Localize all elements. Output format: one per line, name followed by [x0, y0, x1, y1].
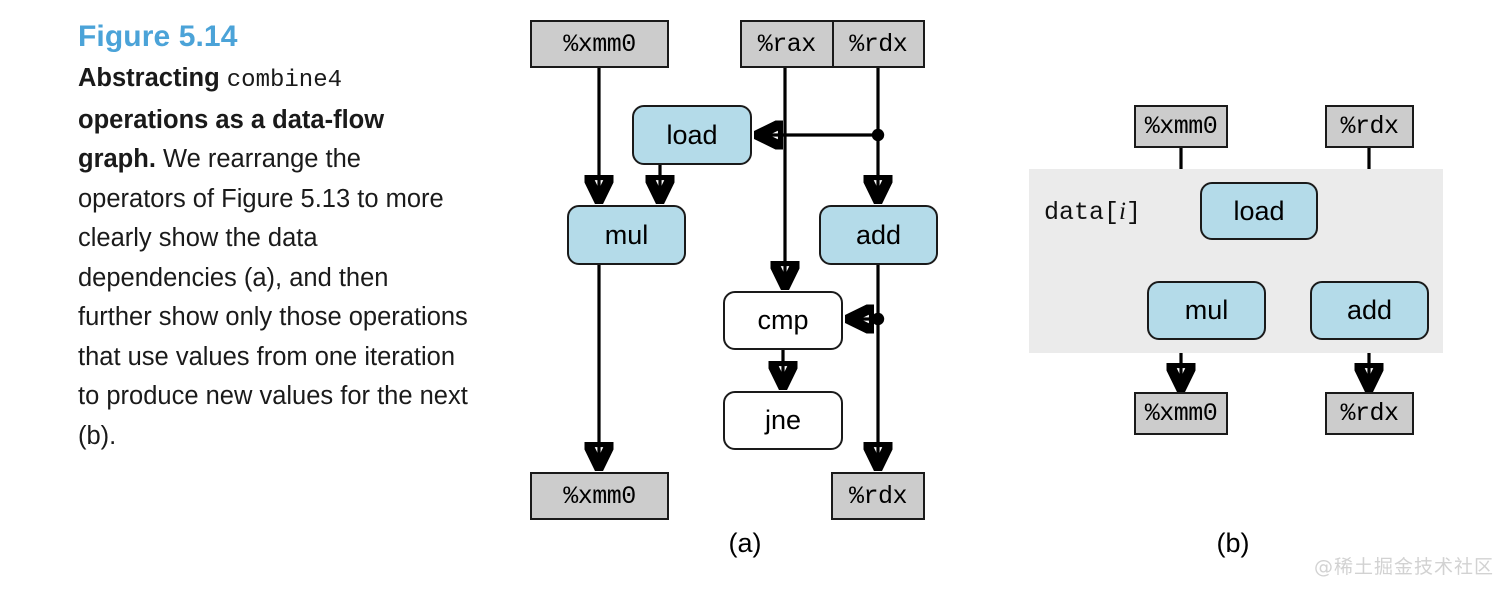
node-b-input-xmm0: %xmm0	[1134, 105, 1228, 148]
node-b-op-load-label: load	[1233, 195, 1285, 226]
node-b-input-rdx: %rdx	[1325, 105, 1414, 148]
node-a-input-rdx-label: %rdx	[849, 29, 908, 59]
node-a-op-mul-label: mul	[604, 219, 649, 250]
junction-a-add-cmp	[871, 312, 885, 326]
junction-a-rdx-load	[871, 128, 885, 142]
caption-body-rest: We rearrange the operators of Figure 5.1…	[78, 145, 468, 450]
node-b-output-xmm0: %xmm0	[1134, 392, 1228, 435]
node-a-op-jne-label: jne	[764, 405, 802, 435]
node-a-output-rdx-label: %rdx	[848, 481, 908, 511]
node-b-input-rdx-label: %rdx	[1340, 112, 1399, 141]
caption-lead-bold-1: Abstracting	[78, 64, 220, 92]
node-b-op-mul-label: mul	[1184, 295, 1229, 325]
watermark: @稀土掘金技术社区	[1313, 556, 1494, 578]
node-b-op-add-label: add	[1346, 295, 1393, 325]
subfigure-a-caption: (a)	[700, 528, 790, 559]
node-a-output-xmm0: %xmm0	[530, 472, 669, 520]
node-b-op-load: load	[1200, 182, 1318, 240]
node-b-output-xmm0-label: %xmm0	[1144, 399, 1218, 428]
node-a-op-add: add	[819, 205, 938, 265]
subfigure-b-caption-label: (b)	[1216, 528, 1250, 558]
node-a-op-load-label: load	[666, 119, 718, 150]
region-data-i-label-close: ]	[1125, 198, 1141, 227]
node-a-op-add-label: add	[855, 219, 902, 250]
node-a-op-cmp-label: cmp	[757, 305, 809, 335]
node-b-output-rdx: %rdx	[1325, 392, 1414, 435]
subfigure-b-caption: (b)	[1188, 528, 1278, 559]
subfigure-a-caption-label: (a)	[728, 528, 762, 558]
figure-caption-text: Abstracting combine4 operations as a dat…	[78, 59, 468, 456]
node-b-op-mul: mul	[1147, 281, 1266, 340]
region-data-i-label-text: data[	[1044, 198, 1120, 227]
node-a-input-rax-label: %rax	[757, 29, 817, 59]
node-a-output-rdx: %rdx	[831, 472, 925, 520]
node-b-output-rdx-label: %rdx	[1340, 399, 1399, 428]
node-a-input-xmm0-label: %xmm0	[563, 29, 636, 59]
node-a-input-rdx: %rdx	[831, 22, 924, 66]
node-a-op-cmp: cmp	[723, 291, 843, 350]
caption-lead-bold-2: operations as a data-flow graph.	[78, 105, 385, 174]
node-a-op-jne: jne	[723, 391, 843, 450]
node-b-op-add: add	[1310, 281, 1429, 340]
node-a-input-rax: %rax	[742, 22, 832, 66]
region-data-i-label-index: i	[1119, 198, 1126, 225]
node-a-input-rax-rdx: %rax %rdx	[740, 20, 925, 68]
node-a-op-mul: mul	[567, 205, 686, 265]
node-a-op-load: load	[632, 105, 752, 165]
node-b-input-xmm0-label: %xmm0	[1144, 112, 1218, 141]
caption-code-combine4: combine4	[226, 67, 342, 94]
node-a-input-xmm0: %xmm0	[530, 20, 669, 68]
node-a-output-xmm0-label: %xmm0	[563, 481, 636, 511]
region-data-i-label: data[i]	[1044, 198, 1141, 227]
figure-caption: Figure 5.14 Abstracting combine4 operati…	[78, 18, 468, 456]
figure-number-label: Figure 5.14	[78, 20, 238, 53]
